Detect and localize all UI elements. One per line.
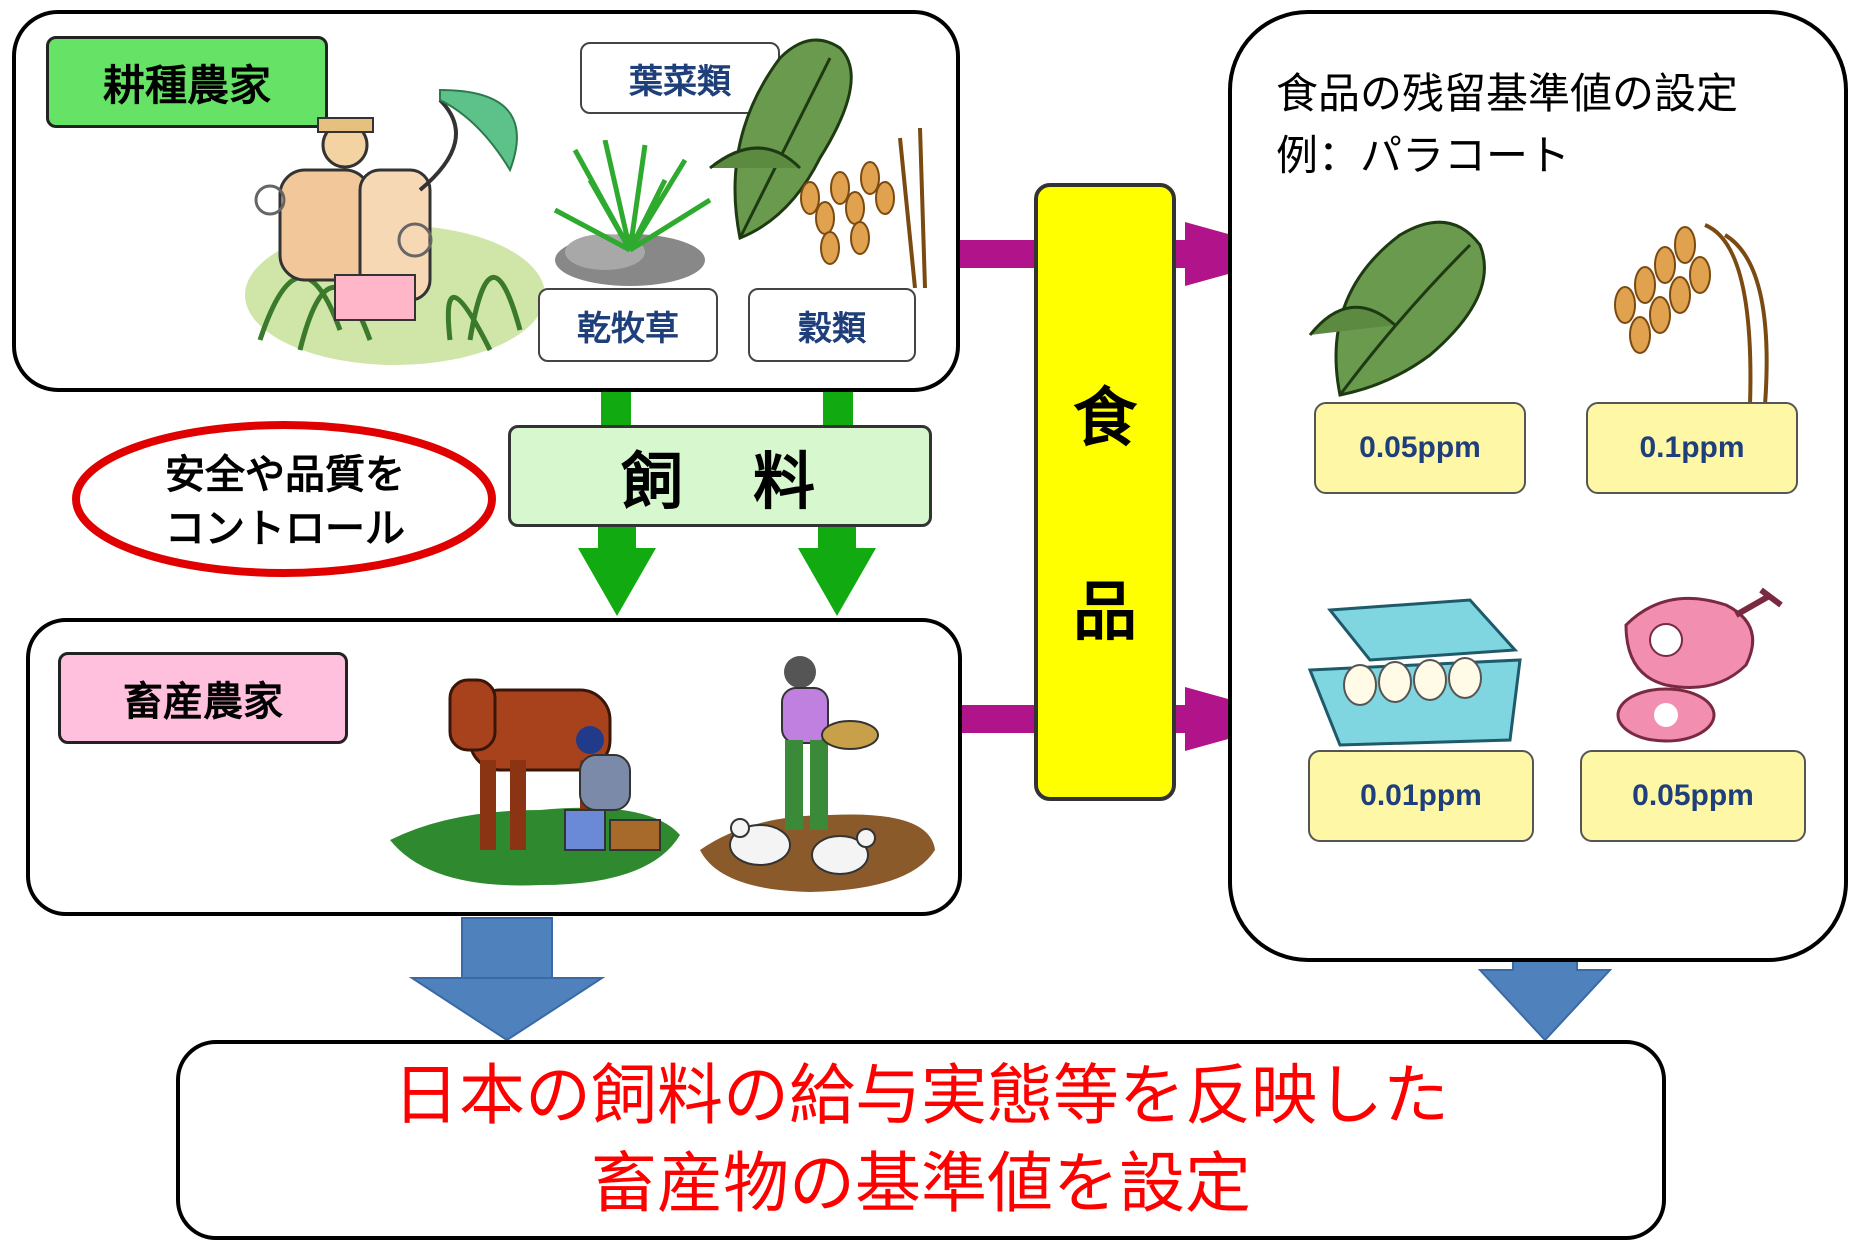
green-arrow-left-down (578, 525, 656, 616)
food-bar-char2: 品 (1073, 576, 1137, 650)
crop-farmer-tag: 耕種農家 (46, 36, 328, 128)
grain-label-text: 穀類 (798, 308, 866, 349)
farmer-spraying-illustration (245, 88, 545, 365)
conclusion-line2: 畜産物の基準値を設定 (591, 1145, 1251, 1222)
food-bar: 食 品 (1034, 183, 1176, 801)
conclusion-line1: 日本の飼料の給与実態等を反映した (393, 1057, 1449, 1134)
ppm-box-grain: 0.1ppm (1586, 402, 1798, 494)
food-bar-char1: 食 (1073, 382, 1137, 456)
ppm-box-meat: 0.05ppm (1580, 750, 1806, 842)
residue-leafy-illustration (1308, 220, 1486, 397)
ppm-box-egg: 0.01ppm (1308, 750, 1534, 842)
grass-hay-illustration (553, 140, 712, 286)
grain-label: 穀類 (748, 288, 916, 362)
hay-label-text: 乾牧草 (577, 308, 679, 349)
control-label-line1: 安全や品質を (165, 452, 405, 498)
cow-milking-illustration (390, 678, 680, 886)
crop-farmer-title: 耕種農家 (102, 60, 271, 110)
control-label: 安全や品質を コントロール (100, 448, 470, 556)
livestock-farmer-tag: 畜産農家 (58, 652, 348, 744)
leafy-label: 葉菜類 (580, 42, 780, 114)
control-ellipse (72, 421, 496, 577)
conclusion-box: 日本の飼料の給与実態等を反映した 畜産物の基準値を設定 (176, 1040, 1666, 1240)
livestock-farmer-title: 畜産農家 (123, 679, 283, 725)
ppm-value-grain: 0.1ppm (1639, 431, 1745, 464)
green-arrow-right-down (798, 525, 876, 616)
ppm-value-egg: 0.01ppm (1360, 779, 1482, 812)
ppm-box-leafy: 0.05ppm (1314, 402, 1526, 494)
residue-title: 食品の残留基準値の設定 (1276, 69, 1739, 118)
ham-meat-illustration (1616, 587, 1783, 743)
hay-label: 乾牧草 (538, 288, 718, 362)
blue-arrow-down (408, 917, 606, 1042)
feed-box: 飼 料 (508, 425, 932, 527)
control-label-line2: コントロール (165, 506, 405, 552)
residue-grain-illustration (1614, 223, 1769, 405)
residue-example: 例：パラコート (1276, 131, 1571, 180)
ppm-value-leafy: 0.05ppm (1359, 431, 1481, 464)
chicken-feeding-illustration (700, 656, 935, 892)
egg-carton-illustration (1307, 598, 1522, 747)
feed-label: 飼 料 (620, 445, 819, 518)
ppm-value-meat: 0.05ppm (1632, 779, 1754, 812)
leafy-label-text: 葉菜類 (629, 61, 731, 102)
leafy-grain-illustration (709, 38, 927, 288)
